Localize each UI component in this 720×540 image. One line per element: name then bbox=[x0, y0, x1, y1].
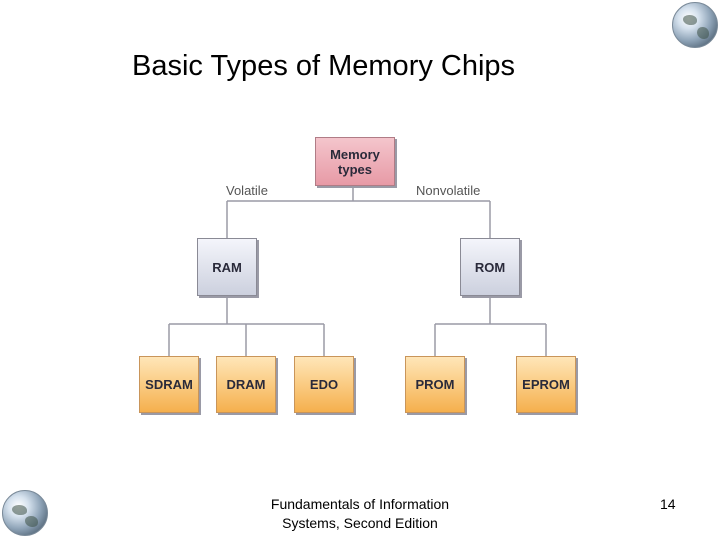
globe-icon bbox=[672, 2, 718, 48]
node-eprom: EPROM bbox=[516, 356, 576, 413]
edge-label-nonvolatile: Nonvolatile bbox=[416, 183, 481, 198]
node-memory-types-line1: Memory bbox=[330, 146, 380, 162]
node-dram: DRAM bbox=[216, 356, 276, 413]
footer-text: Fundamentals of Information Systems, Sec… bbox=[260, 495, 460, 533]
node-sdram: SDRAM bbox=[139, 356, 199, 413]
node-rom: ROM bbox=[460, 238, 520, 296]
globe-icon bbox=[2, 490, 48, 536]
footer-line-2: Systems, Second Edition bbox=[282, 515, 438, 531]
page-number: 14 bbox=[660, 496, 676, 512]
node-ram: RAM bbox=[197, 238, 257, 296]
slide-title: Basic Types of Memory Chips bbox=[132, 50, 516, 82]
edge-label-volatile: Volatile bbox=[226, 183, 268, 198]
node-memory-types: Memory types bbox=[315, 137, 395, 186]
node-prom: PROM bbox=[405, 356, 465, 413]
node-edo: EDO bbox=[294, 356, 354, 413]
node-memory-types-line2: types bbox=[338, 161, 372, 177]
footer-line-1: Fundamentals of Information bbox=[270, 496, 450, 512]
